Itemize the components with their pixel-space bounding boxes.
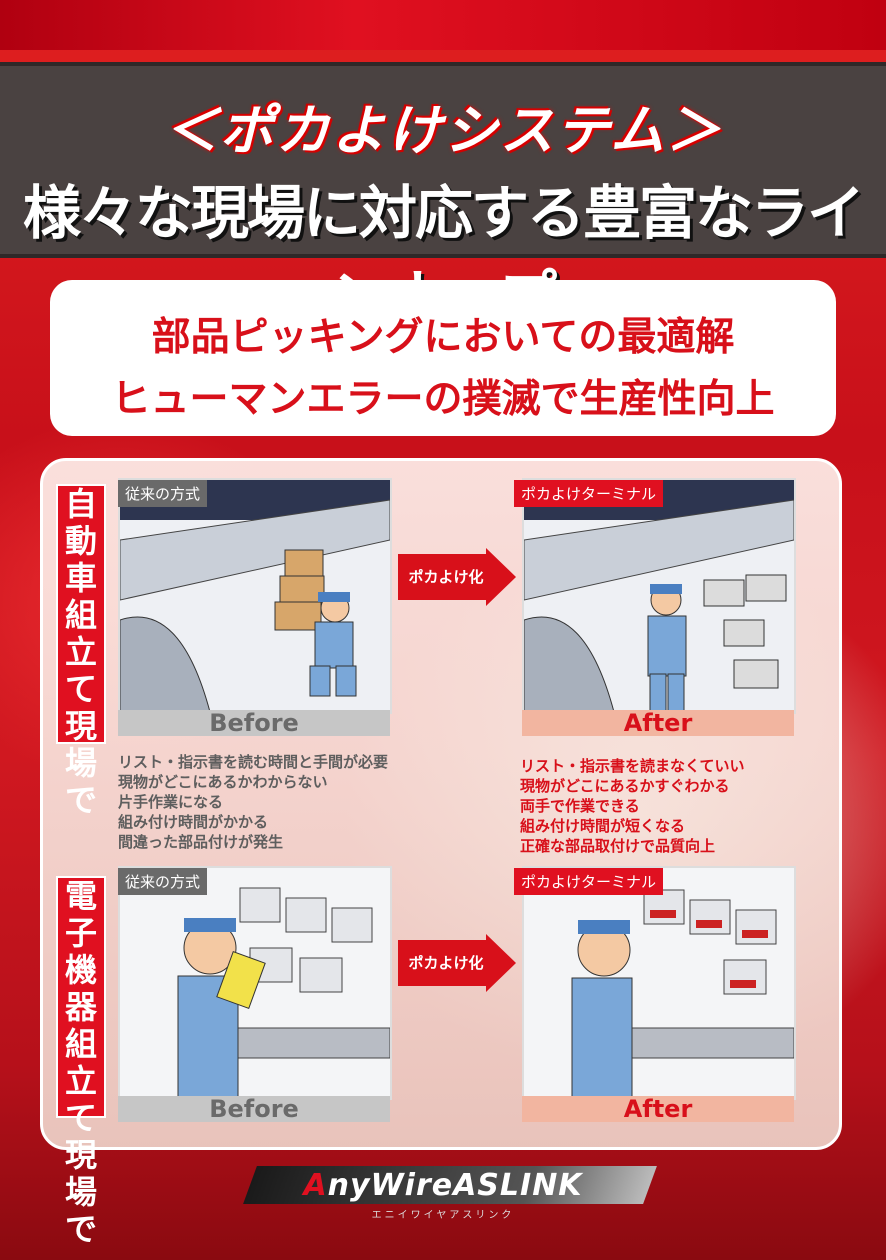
after-illustration-electronics: [522, 866, 796, 1100]
after-caption-automotive: After: [522, 710, 794, 736]
logo-katakana: エニイワイヤアスリンク: [371, 1210, 515, 1221]
highlight-line-1: 部品ピッキングにおいての最適解: [151, 315, 735, 360]
before-illustration-electronics: [118, 866, 392, 1100]
anywire-logo: AnyWireASLINK: [0, 1168, 886, 1203]
section-label-electronics: 電子機器組立て現場で: [56, 876, 106, 1248]
after-point: 現物がどこにあるかすぐわかる: [520, 777, 730, 795]
arrow-label: ポカよけ化: [408, 954, 484, 972]
arrow-body: [398, 554, 490, 600]
workbench-before-illustration: [120, 868, 390, 1098]
after-caption-electronics: After: [522, 1096, 794, 1122]
after-point: 両手で作業できる: [520, 797, 640, 815]
arrow-label: ポカよけ化: [408, 568, 484, 586]
before-point: リスト・指示書を読む時間と手間が必要: [118, 753, 389, 771]
after-points-list: リスト・指示書を読まなくていい 現物がどこにあるかすぐわかる 両手で作業できる …: [520, 756, 745, 856]
highlight-box: 部品ピッキングにおいての最適解 ヒューマンエラーの撲滅で生産性向上: [50, 280, 836, 436]
arrow-head-icon: [486, 548, 516, 606]
before-illustration-automotive: [118, 478, 392, 714]
after-point: 組み付け時間が短くなる: [520, 817, 686, 835]
arrow-automotive: ポカよけ化: [398, 548, 516, 606]
before-tag-electronics: 従来の方式: [118, 868, 208, 895]
after-point: 正確な部品取付けで品質向上: [520, 837, 716, 855]
assembly-line-before-illustration: [120, 480, 390, 712]
before-point: 組み付け時間がかかる: [118, 813, 269, 831]
assembly-line-after-illustration: [524, 480, 794, 712]
title-banner: ＜ポカよけシステム＞ 様々な現場に対応する豊富なラインナップ: [0, 62, 886, 331]
before-caption-electronics: Before: [118, 1096, 390, 1122]
before-point: 間違った部品付けが発生: [118, 833, 284, 851]
after-point: リスト・指示書を読まなくていい: [520, 757, 745, 775]
workbench-after-illustration: [524, 868, 794, 1098]
before-points-list: リスト・指示書を読む時間と手間が必要 現物がどこにあるかわからない 片手作業にな…: [118, 752, 388, 852]
footer: AnyWireASLINK エニイワイヤアスリンク: [0, 1166, 886, 1221]
after-tag-automotive: ポカよけターミナル: [514, 480, 664, 507]
logo-initial: A: [303, 1168, 328, 1203]
before-tag-automotive: 従来の方式: [118, 480, 208, 507]
arrow-body: [398, 940, 490, 986]
arrow-electronics: ポカよけ化: [398, 934, 516, 992]
highlight-line-2: ヒューマンエラーの撲滅で生産性向上: [111, 377, 775, 422]
logo-text: nyWireASLINK: [327, 1168, 583, 1203]
after-illustration-automotive: [522, 478, 796, 714]
before-point: 現物がどこにあるかわからない: [118, 773, 328, 791]
before-point: 片手作業になる: [118, 793, 224, 811]
before-caption-automotive: Before: [118, 710, 390, 736]
system-title: ＜ポカよけシステム＞: [163, 99, 723, 162]
after-tag-electronics: ポカよけターミナル: [514, 868, 664, 895]
arrow-head-icon: [486, 934, 516, 992]
section-label-automotive: 自動車組立て現場で: [56, 484, 106, 819]
top-band: [0, 0, 886, 50]
